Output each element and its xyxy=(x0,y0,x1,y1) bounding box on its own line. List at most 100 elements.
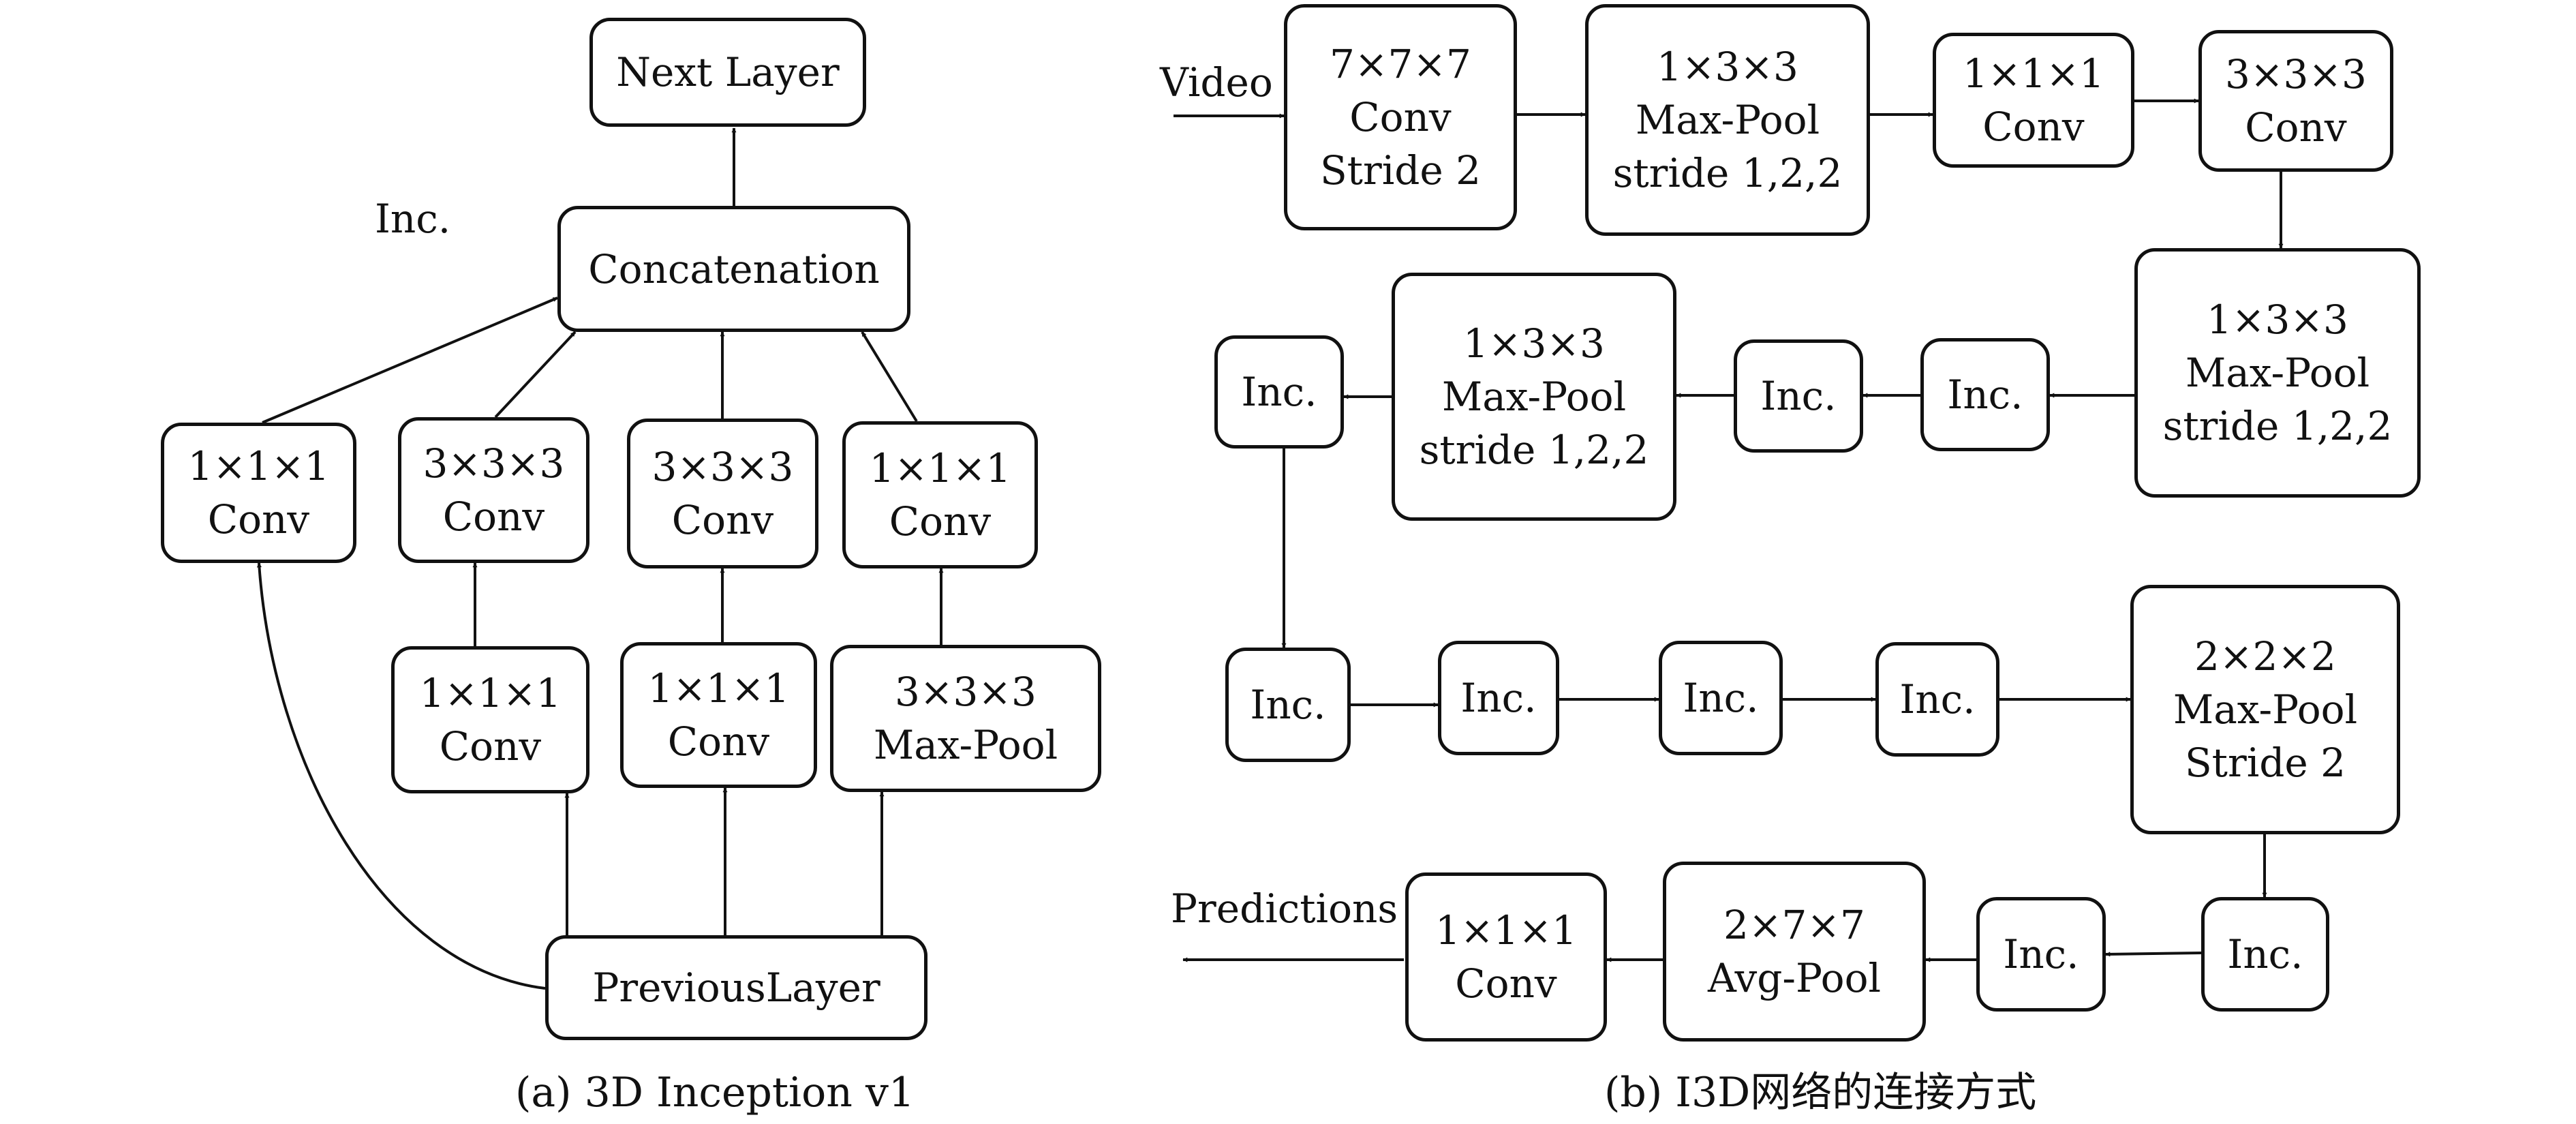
node-label-line: 3×3×3 xyxy=(423,440,565,487)
node-label-line: Inc. xyxy=(1241,369,1317,415)
node-label-line: 3×3×3 xyxy=(651,444,794,490)
concatenation-box-text: Concatenation xyxy=(588,243,879,296)
arrow-branch1-to-concat xyxy=(262,297,558,424)
inc-row4-b-box: Inc. xyxy=(2201,897,2329,1012)
node-label-line: Conv xyxy=(667,718,770,765)
inc-row4-a-box-text: Inc. xyxy=(2003,928,2079,981)
inc-row2-c-box-text: Inc. xyxy=(1241,365,1317,419)
node-label-line: Conv xyxy=(2245,104,2347,151)
node-label-line: Conv xyxy=(442,493,545,540)
arrow-prev-to-branch1 xyxy=(256,562,546,990)
node-label-line: Conv xyxy=(1982,104,2085,150)
node-label-line: Stride 2 xyxy=(2184,740,2346,786)
node-label-line: 2×2×2 xyxy=(2194,633,2336,680)
node-label-line: 3×3×3 xyxy=(895,669,1037,715)
inc-label: Inc. xyxy=(375,196,451,242)
node-label-line: Max-Pool xyxy=(1441,374,1627,420)
node-label-line: Inc. xyxy=(1947,371,2023,418)
node-label-line: Inc. xyxy=(1760,373,1837,419)
node-label-line: Inc. xyxy=(1460,675,1537,721)
node-label-line: 1×3×3 xyxy=(1657,44,1798,90)
inc-row2-a-box: Inc. xyxy=(1920,338,2050,451)
inc-row3-d-box: Inc. xyxy=(1875,642,1999,757)
arrow-branch2-to-concat xyxy=(494,331,577,419)
node-label-line: Conv xyxy=(671,497,774,543)
caption-b: (b) I3D网络的连接方式 xyxy=(1604,1069,2037,1117)
node-label-line: Concatenation xyxy=(588,245,880,292)
inc-row3-a-box-text: Inc. xyxy=(1250,678,1325,731)
node-label-line: Inc. xyxy=(2227,931,2303,977)
node-label-line: stride 1,2,2 xyxy=(2162,403,2393,449)
inc-row3-c-box-text: Inc. xyxy=(1683,671,1758,725)
node-label-line: 1×1×1 xyxy=(419,670,562,716)
inc-row3-b-box: Inc. xyxy=(1438,641,1559,755)
node-label-line: Stride 2 xyxy=(1319,147,1482,194)
node-label-line: 7×7×7 xyxy=(1330,41,1471,87)
node-label-line: Inc. xyxy=(1250,682,1326,728)
node-label-line: Next Layer xyxy=(616,49,840,95)
inc-row2-c-box: Inc. xyxy=(1214,335,1344,449)
node-label-line: stride 1,2,2 xyxy=(1612,150,1843,196)
node-label-line: 1×3×3 xyxy=(1463,320,1605,367)
node-label-line: Conv xyxy=(889,498,992,545)
node-label-line: Conv xyxy=(1455,960,1557,1007)
node-label-line: Max-Pool xyxy=(2185,350,2370,396)
inc-row3-c-box: Inc. xyxy=(1659,641,1783,755)
node-label-line: 1×3×3 xyxy=(2207,297,2348,343)
node-label-line: 1×1×1 xyxy=(869,445,1011,491)
node-label-line: Inc. xyxy=(1899,676,1976,723)
node-label-line: 3×3×3 xyxy=(2225,51,2367,97)
node-label-line: Max-Pool xyxy=(1635,97,1820,143)
node-label-line: 1×1×1 xyxy=(647,665,790,712)
video-label: Video xyxy=(1160,59,1273,106)
node-label-line: 2×7×7 xyxy=(1723,902,1865,948)
predictions-label: Predictions xyxy=(1171,885,1398,932)
inc-row3-d-box-text: Inc. xyxy=(1899,673,1975,726)
inc-row3-b-box-text: Inc. xyxy=(1460,671,1536,725)
previous-layer-box-text: PreviousLayer xyxy=(592,961,880,1014)
arrow-r4b-to-r4a xyxy=(2105,952,2202,957)
node-label-line: Inc. xyxy=(1683,675,1759,721)
node-label-line: 1×1×1 xyxy=(187,443,330,489)
inc-row3-a-box: Inc. xyxy=(1225,648,1351,762)
node-label-line: Avg-Pool xyxy=(1707,955,1882,1001)
next-layer-box: Next Layer xyxy=(589,18,866,127)
inc-row2-b-box-text: Inc. xyxy=(1760,369,1836,423)
node-label-line: Conv xyxy=(439,723,542,770)
caption-a: (a) 3D Inception v1 xyxy=(515,1069,915,1117)
node-label-line: Conv xyxy=(1349,94,1452,140)
node-label-line: Max-Pool xyxy=(2173,686,2358,733)
inc-row2-b-box: Inc. xyxy=(1734,339,1863,453)
inc-row4-a-box: Inc. xyxy=(1976,897,2106,1012)
